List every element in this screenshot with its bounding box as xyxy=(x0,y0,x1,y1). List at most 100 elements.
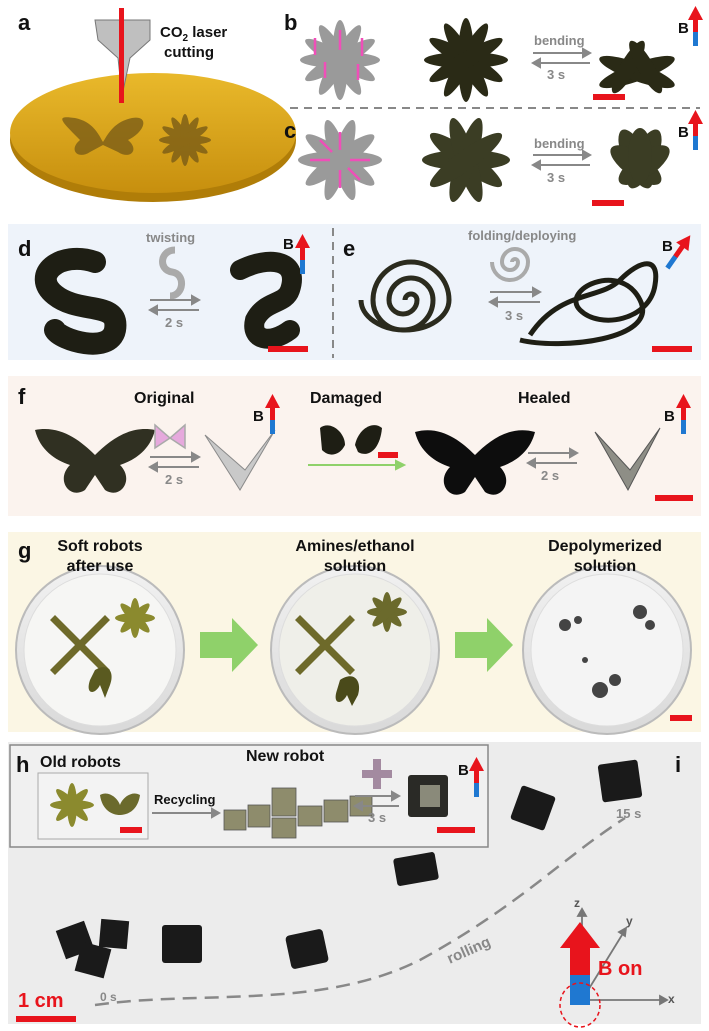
panel-g-stage1-line1: Soft robots xyxy=(57,538,143,555)
panel-f-arrows-1 xyxy=(147,451,202,473)
panel-f-scale-bar-2 xyxy=(655,495,693,501)
panel-a-laser-label: CO2 laser xyxy=(160,24,227,44)
panel-b-time: 3 s xyxy=(547,67,566,82)
robot-frame-6 xyxy=(597,759,643,803)
panel-c-bent-flower xyxy=(610,128,670,189)
panel-f-butterfly-damaged xyxy=(320,425,382,455)
panel-f-field-2: B xyxy=(664,408,675,425)
panel-b-arrows xyxy=(530,47,593,69)
panel-b-schematic-flower xyxy=(300,20,380,100)
panel-h-cross-icon xyxy=(362,759,392,789)
panel-c-letter: c xyxy=(284,118,297,143)
panel-f-arrows-2 xyxy=(525,447,580,469)
panel-a-cutting-label: cutting xyxy=(164,44,214,61)
panel-e-arrows xyxy=(487,286,543,308)
panel-c-scale-bar xyxy=(592,200,624,206)
panel-d-scale-bar xyxy=(268,346,308,352)
panel-f-butterfly-healed-folded xyxy=(594,427,661,492)
panel-h-new-robot xyxy=(223,787,373,839)
panel-i-scale-label: 1 cm xyxy=(18,990,64,1012)
panel-f-healing-arrow xyxy=(308,459,407,471)
panel-c-flower-photo xyxy=(422,118,510,202)
laser-beam xyxy=(119,8,124,103)
panel-f-damaged: Damaged xyxy=(310,390,383,407)
robot-frame-4 xyxy=(393,852,439,886)
panel-e-time: 3 s xyxy=(505,308,524,323)
panel-h-field: B xyxy=(458,762,469,779)
panel-b-action: bending xyxy=(534,33,585,48)
gold-substrate xyxy=(10,73,296,193)
panel-f-butterfly-healed xyxy=(415,430,535,495)
axis-z-label: z xyxy=(574,896,580,910)
panel-i-letter: i xyxy=(675,752,682,777)
flower-cutout xyxy=(159,114,211,166)
panel-f-time-2: 2 s xyxy=(541,468,560,483)
panel-d-s-shape xyxy=(34,247,127,355)
panel-f-scale-bar-1 xyxy=(378,452,398,458)
laser-text: laser xyxy=(188,24,228,41)
panel-g-stage1-line2: after use xyxy=(66,558,134,575)
panel-e-scale-bar xyxy=(652,346,692,352)
panel-b-scale-bar xyxy=(593,94,625,100)
panel-h-scale-bar-2 xyxy=(437,827,475,833)
panel-i-time-start: 0 s xyxy=(100,990,117,1004)
co2-text: CO xyxy=(160,24,183,41)
robot-frame-2 xyxy=(162,925,202,963)
panel-f-time-1: 2 s xyxy=(165,472,184,487)
panel-d-time: 2 s xyxy=(165,315,184,330)
panel-h-scale-bar-1 xyxy=(120,827,142,833)
panel-h-recycling-arrow xyxy=(152,807,222,819)
panel-c-schematic-flower xyxy=(298,119,382,201)
panel-i-time-end: 15 s xyxy=(616,806,642,821)
rotation-circle xyxy=(559,982,601,1028)
panel-e-deployed-spiral xyxy=(519,261,659,347)
panel-f-butterfly-original xyxy=(35,429,155,493)
panel-b-bent-flower xyxy=(599,40,675,94)
panel-c-field: B xyxy=(678,124,689,141)
panel-a-letter: a xyxy=(18,10,31,35)
magnet-icon-d xyxy=(295,234,310,274)
panel-b-flower-photo xyxy=(424,18,508,102)
panel-h-flower xyxy=(50,783,94,827)
magnet-icon-f2 xyxy=(676,394,691,434)
magnet-b-on xyxy=(560,922,600,1005)
magnet-icon-h xyxy=(469,757,484,797)
panel-b-letter: b xyxy=(284,10,298,35)
magnet-icon-f1 xyxy=(265,394,280,434)
robot-frame-1 xyxy=(55,918,130,979)
panel-c-action: bending xyxy=(534,136,585,151)
panel-e-spiral xyxy=(358,259,452,333)
panel-g-stage3-line2: solution xyxy=(573,558,637,575)
panel-h-new-robot: New robot xyxy=(246,748,325,765)
panel-e-action: folding/deploying xyxy=(468,228,577,243)
panel-h-time: 3 s xyxy=(368,810,387,825)
magnet-icon-c xyxy=(688,110,703,150)
panel-h-recycling: Recycling xyxy=(154,792,216,807)
axis-y-label: y xyxy=(626,914,633,928)
green-arrow-1 xyxy=(200,618,258,672)
magnet-icon-b xyxy=(688,6,703,46)
panel-f-butterfly-icon xyxy=(154,423,186,450)
panel-d-twisted-s xyxy=(230,251,302,349)
panel-f-original: Original xyxy=(134,390,195,407)
panel-c-time: 3 s xyxy=(547,170,566,185)
panel-g-stage2-line1: Amines/ethanol xyxy=(295,538,415,555)
panel-h-butterfly xyxy=(100,793,140,815)
robot-frame-3 xyxy=(285,929,329,969)
magnet-icon-e xyxy=(665,235,691,270)
panel-g-stage3-line1: Depolymerized xyxy=(548,538,662,555)
panel-c-arrows xyxy=(530,149,593,171)
robot-frame-5 xyxy=(510,785,556,831)
panel-h-old-robots: Old robots xyxy=(40,754,121,771)
axis-x-label: x xyxy=(668,992,675,1006)
petri-dish-2 xyxy=(270,565,440,735)
panel-g-stage2-line2: solution xyxy=(323,558,387,575)
panel-d-field: B xyxy=(283,236,294,253)
panel-g-letter: g xyxy=(18,538,32,563)
panel-d-arrows xyxy=(147,294,202,316)
petri-dish-3 xyxy=(522,565,692,735)
panel-i-b-on: B on xyxy=(598,958,643,980)
green-arrow-2 xyxy=(455,618,513,672)
petri-dish-1 xyxy=(15,565,185,735)
